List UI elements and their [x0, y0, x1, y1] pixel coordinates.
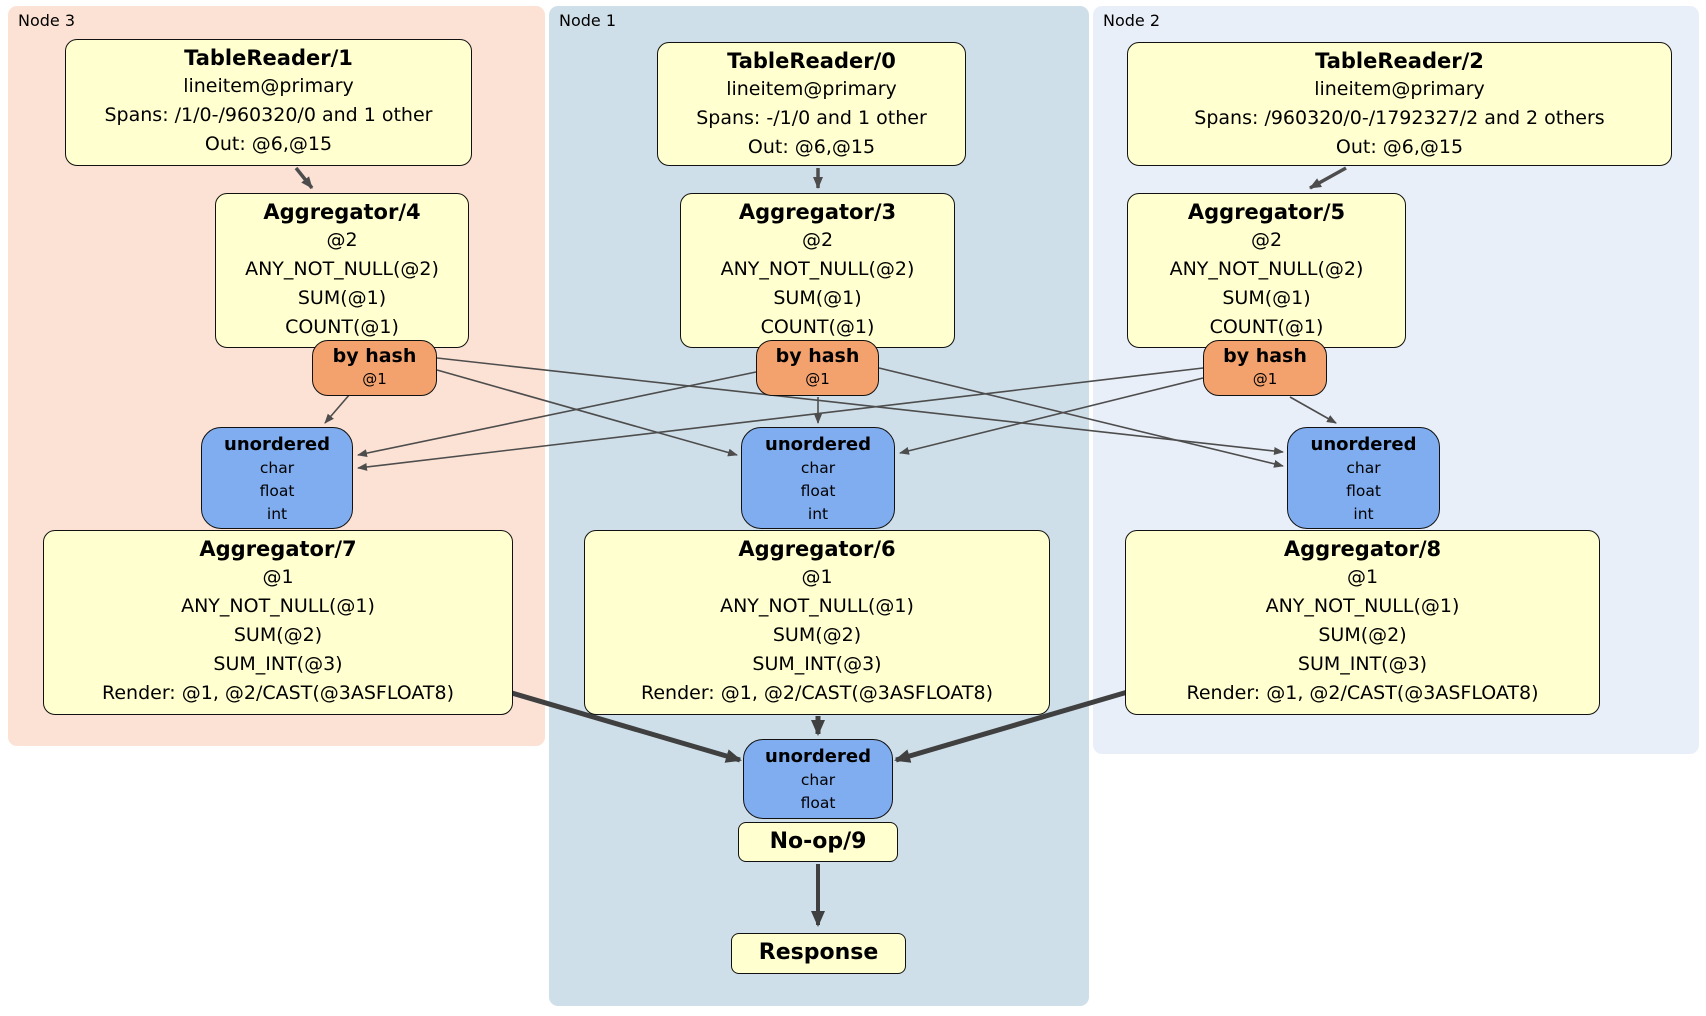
box-line: char — [259, 459, 295, 477]
noop-9-box: No-op/9 — [738, 822, 898, 862]
box-title: by hash — [1223, 345, 1307, 367]
aggregator-4-box: Aggregator/4 @2 ANY_NOT_NULL(@2) SUM(@1)… — [215, 193, 469, 348]
box-line: lineitem@primary — [1314, 78, 1485, 100]
hash-router-node1: by hash @1 — [756, 340, 879, 396]
box-line: float — [259, 482, 295, 500]
box-line: @1 — [1346, 566, 1379, 588]
box-title: Aggregator/6 — [738, 537, 896, 561]
box-title: TableReader/1 — [184, 46, 353, 70]
box-line: char — [800, 459, 836, 477]
box-line: ANY_NOT_NULL(@2) — [720, 258, 915, 280]
box-line: float — [1346, 482, 1381, 500]
unordered-sync-final: unordered char float — [743, 739, 893, 819]
box-line: lineitem@primary — [183, 75, 354, 97]
box-line: SUM(@1) — [1222, 287, 1311, 309]
node3-label: Node 3 — [18, 11, 76, 30]
unordered-sync-node1: unordered char float int — [741, 427, 895, 529]
box-line: Spans: -/1/0 and 1 other — [696, 107, 927, 129]
box-line: int — [807, 505, 829, 523]
aggregator-7-box: Aggregator/7 @1 ANY_NOT_NULL(@1) SUM(@2)… — [43, 530, 513, 715]
aggregator-5-box: Aggregator/5 @2 ANY_NOT_NULL(@2) SUM(@1)… — [1127, 193, 1406, 348]
box-title: No-op/9 — [769, 829, 867, 854]
box-line: ANY_NOT_NULL(@1) — [720, 595, 914, 617]
box-title: Aggregator/4 — [263, 200, 421, 224]
box-line: ANY_NOT_NULL(@2) — [1169, 258, 1364, 280]
box-title: by hash — [775, 345, 860, 367]
box-line: @1 — [1252, 370, 1278, 388]
box-line: ANY_NOT_NULL(@1) — [181, 595, 375, 617]
response-box: Response — [731, 933, 906, 974]
box-line: @1 — [362, 370, 387, 388]
box-title: unordered — [224, 434, 330, 455]
box-line: int — [1353, 505, 1374, 523]
box-line: @1 — [801, 566, 833, 588]
node1-label: Node 1 — [559, 11, 617, 30]
unordered-sync-node2: unordered char float int — [1287, 427, 1440, 529]
box-line: float — [800, 482, 836, 500]
box-line: @2 — [1250, 229, 1283, 251]
box-line: @2 — [801, 229, 834, 251]
box-line: Render: @1, @2/CAST(@3ASFLOAT8) — [102, 682, 454, 704]
box-line: ANY_NOT_NULL(@1) — [1265, 595, 1460, 617]
box-line: Spans: /960320/0-/1792327/2 and 2 others — [1194, 107, 1605, 129]
box-title: unordered — [765, 746, 871, 767]
box-title: Aggregator/8 — [1283, 537, 1442, 561]
tablereader-2-box: TableReader/2 lineitem@primary Spans: /9… — [1127, 42, 1672, 166]
box-line: int — [266, 505, 288, 523]
box-line: SUM_INT(@3) — [752, 653, 882, 675]
box-title: by hash — [332, 345, 417, 367]
box-line: lineitem@primary — [726, 78, 897, 100]
box-line: float — [800, 794, 836, 812]
box-line: COUNT(@1) — [760, 316, 875, 338]
box-line: @2 — [326, 229, 358, 251]
box-line: Out: @6,@15 — [747, 136, 876, 158]
box-title: TableReader/2 — [1315, 49, 1484, 73]
aggregator-8-box: Aggregator/8 @1 ANY_NOT_NULL(@1) SUM(@2)… — [1125, 530, 1600, 715]
box-line: Out: @6,@15 — [1335, 136, 1464, 158]
box-title: unordered — [1310, 434, 1417, 455]
box-title: unordered — [765, 434, 871, 455]
box-line: ANY_NOT_NULL(@2) — [245, 258, 439, 280]
box-line: SUM_INT(@3) — [213, 653, 343, 675]
hash-router-node2: by hash @1 — [1203, 340, 1327, 396]
box-line: char — [800, 771, 836, 789]
box-line: SUM_INT(@3) — [1297, 653, 1428, 675]
box-title: TableReader/0 — [727, 49, 896, 73]
box-line: SUM(@2) — [772, 624, 862, 646]
box-title: Aggregator/7 — [199, 537, 357, 561]
box-line: SUM(@1) — [297, 287, 387, 309]
box-line: SUM(@2) — [233, 624, 323, 646]
box-line: COUNT(@1) — [1209, 316, 1324, 338]
box-line: SUM(@2) — [1318, 624, 1407, 646]
box-line: Render: @1, @2/CAST(@3ASFLOAT8) — [641, 682, 993, 704]
hash-router-node3: by hash @1 — [312, 340, 437, 396]
box-title: Response — [758, 940, 879, 965]
node2-label: Node 2 — [1103, 11, 1161, 30]
box-line: COUNT(@1) — [285, 316, 399, 338]
box-line: @1 — [805, 370, 830, 388]
aggregator-6-box: Aggregator/6 @1 ANY_NOT_NULL(@1) SUM(@2)… — [584, 530, 1050, 715]
tablereader-0-box: TableReader/0 lineitem@primary Spans: -/… — [657, 42, 966, 166]
box-line: Spans: /1/0-/960320/0 and 1 other — [104, 104, 433, 126]
box-line: @1 — [262, 566, 294, 588]
box-line: Out: @6,@15 — [204, 133, 333, 155]
box-title: Aggregator/3 — [738, 200, 897, 224]
box-line: Render: @1, @2/CAST(@3ASFLOAT8) — [1186, 682, 1539, 704]
aggregator-3-box: Aggregator/3 @2 ANY_NOT_NULL(@2) SUM(@1)… — [680, 193, 955, 348]
unordered-sync-node3: unordered char float int — [201, 427, 353, 529]
tablereader-1-box: TableReader/1 lineitem@primary Spans: /1… — [65, 39, 472, 166]
box-line: SUM(@1) — [773, 287, 862, 309]
box-line: char — [1346, 459, 1381, 477]
box-title: Aggregator/5 — [1187, 200, 1346, 224]
